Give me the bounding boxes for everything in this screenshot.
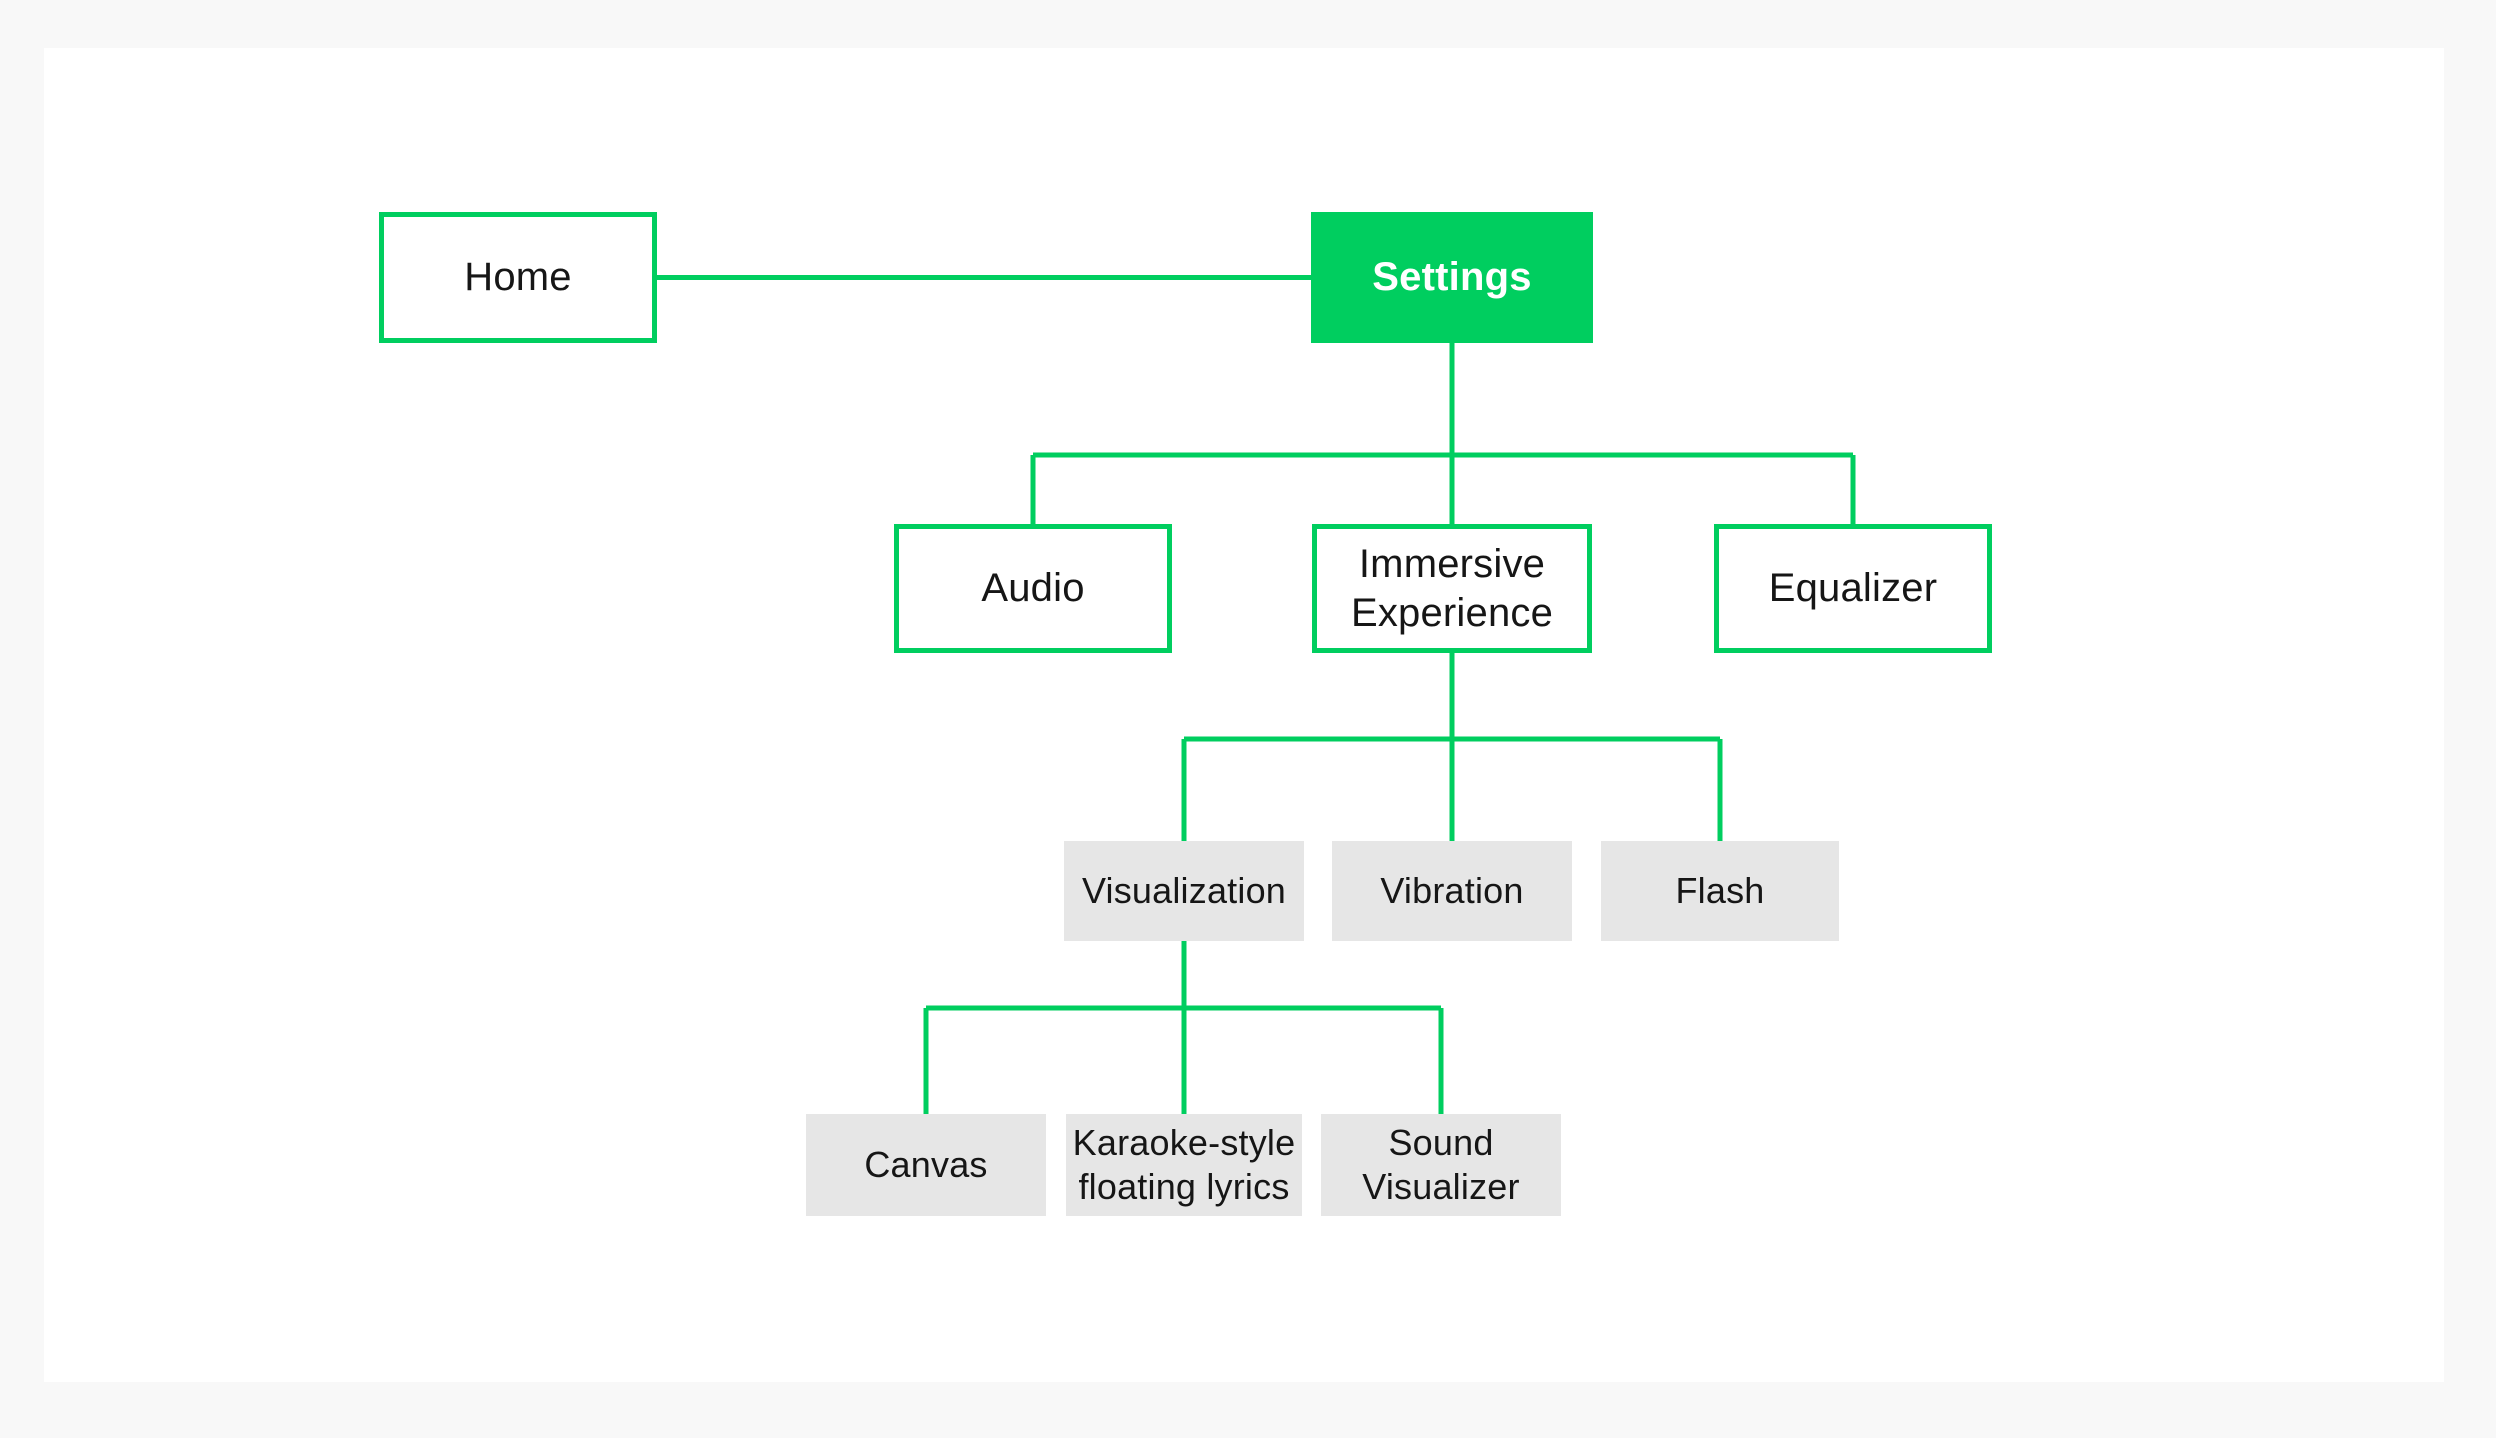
node-label: Equalizer [1768,566,1938,611]
node-label: Sound Visualizer [1362,1122,1520,1207]
node-label: Karaoke-style floating lyrics [1072,1122,1296,1207]
node-label: Visualization [1081,870,1287,912]
node-label: Vibration [1380,870,1524,912]
edge-settings-children [1030,343,1856,524]
node-home[interactable]: Home [379,212,657,343]
node-label: Audio [981,566,1085,611]
node-equalizer[interactable]: Equalizer [1714,524,1992,653]
node-vibration[interactable]: Vibration [1332,841,1572,941]
node-label: Flash [1675,870,1765,912]
node-label: Immersive Experience [1350,541,1554,635]
node-sound-visualizer[interactable]: Sound Visualizer [1321,1114,1561,1216]
node-immersive-experience[interactable]: Immersive Experience [1312,524,1592,653]
edge-immersive-children [1181,653,1723,841]
node-visualization[interactable]: Visualization [1064,841,1304,941]
node-audio[interactable]: Audio [894,524,1172,653]
node-canvas[interactable]: Canvas [806,1114,1046,1216]
node-karaoke-style-floating-lyrics[interactable]: Karaoke-style floating lyrics [1066,1114,1302,1216]
node-label: Settings [1372,255,1532,300]
node-settings[interactable]: Settings [1311,212,1593,343]
edge-visualization-children [923,941,1444,1114]
node-label: Canvas [864,1144,988,1186]
node-label: Home [464,255,572,300]
node-flash[interactable]: Flash [1601,841,1839,941]
